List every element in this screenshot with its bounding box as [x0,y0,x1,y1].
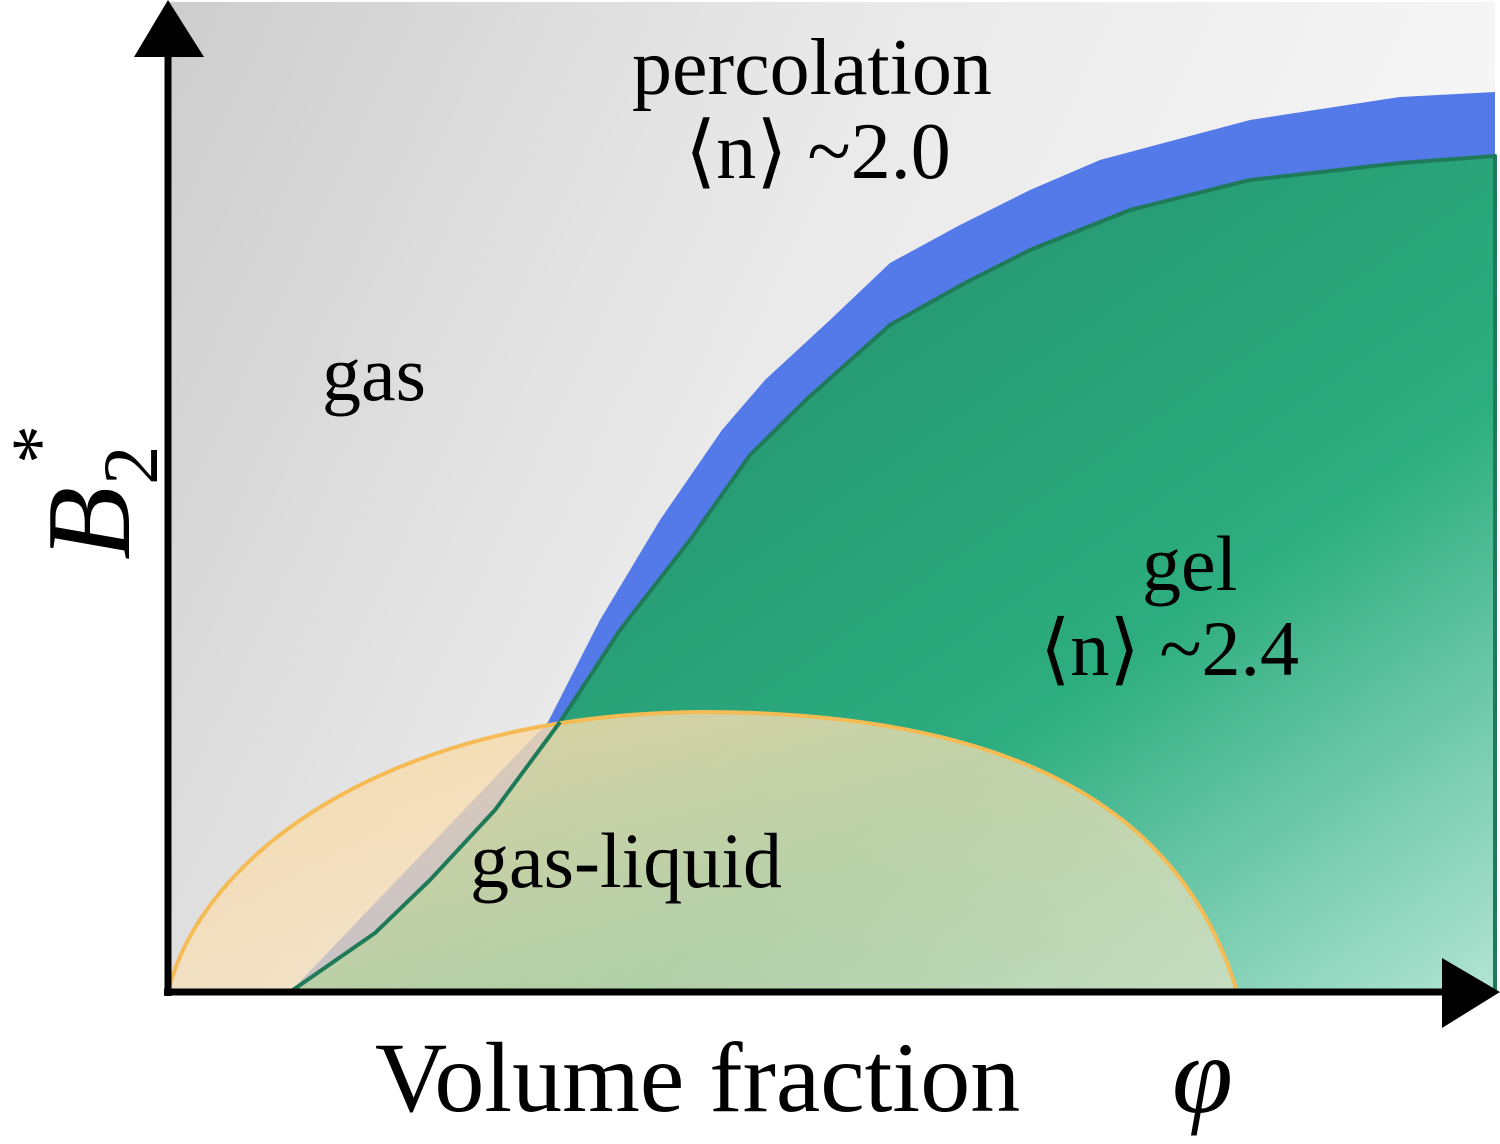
y-axis-label-main: B [22,486,155,560]
label-gas: gas [322,330,426,417]
y-axis-label-superscript: * [0,425,82,464]
label-gel: gel [1142,520,1238,607]
y-axis-arrow-icon [134,0,204,57]
x-axis-arrow-icon [1442,958,1500,1028]
y-axis-label: B2* [0,425,174,560]
label-gas-liquid: gas-liquid [470,817,782,904]
y-axis-label-subscript: 2 [87,445,174,485]
label-percolation: percolation [632,24,992,112]
gel-boundary-line [288,720,562,994]
gas-liquid-region [165,709,1240,994]
x-axis-label: Volume fraction [375,1022,1021,1133]
label-gel-n: ⟨n⟩ ~2.4 [1040,605,1300,692]
x-axis-symbol: φ [1172,1014,1233,1136]
label-percolation-n: ⟨n⟩ ~2.0 [685,108,951,196]
